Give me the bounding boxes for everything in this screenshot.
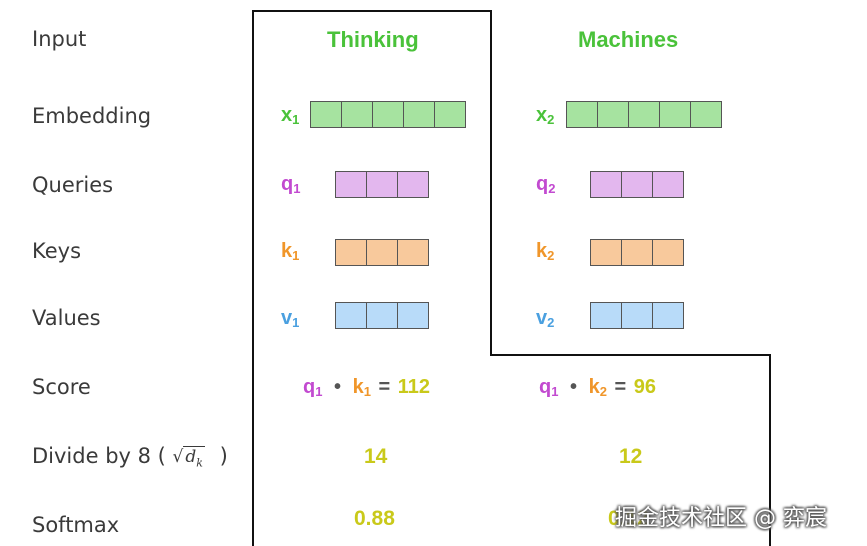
- word-thinking: Thinking: [327, 27, 419, 52]
- embedding-vector-1: [310, 101, 466, 128]
- divided-value-1: 14: [364, 445, 388, 468]
- value-cell: [397, 302, 429, 329]
- label-input: Input: [32, 27, 87, 51]
- symbol-k1: k1: [281, 240, 300, 263]
- key-vector-1: [335, 239, 429, 266]
- word-machines: Machines: [578, 27, 679, 52]
- embedding-cell: [434, 101, 466, 128]
- watermark: 掘金技术社区 @ 弈宸: [615, 506, 827, 531]
- label-embedding: Embedding: [32, 104, 152, 128]
- value-cell: [366, 302, 398, 329]
- softmax-value-1: 0.88: [354, 507, 395, 530]
- divided-value-2: 12: [619, 445, 643, 468]
- embedding-cell: [310, 101, 342, 128]
- symbol-q2: q2: [536, 173, 556, 196]
- symbol-x1: x1: [281, 104, 300, 127]
- label-values: Values: [32, 306, 101, 330]
- embedding-cell: [403, 101, 435, 128]
- score-expression-1: q1 • k1 = 112: [303, 376, 431, 399]
- label-score: Score: [32, 375, 91, 399]
- value-cell: [652, 302, 684, 329]
- symbol-x2: x2: [536, 104, 555, 127]
- label-keys: Keys: [32, 239, 82, 263]
- embedding-cell: [597, 101, 629, 128]
- key-vector-2: [590, 239, 684, 266]
- value-cell: [335, 302, 367, 329]
- label-queries: Queries: [32, 173, 114, 197]
- score-expression-2: q1 • k2 = 96: [539, 376, 657, 399]
- query-cell: [335, 171, 367, 198]
- sqrt-dk-formula: √dk: [172, 446, 205, 470]
- query-cell: [590, 171, 622, 198]
- divide-suffix: ): [219, 444, 228, 468]
- query-vector-2: [590, 171, 684, 198]
- key-cell: [652, 239, 684, 266]
- softmax-value-2: 0.12: [608, 507, 649, 530]
- sqrt-symbol: √: [172, 447, 184, 467]
- value-cell: [621, 302, 653, 329]
- key-cell: [621, 239, 653, 266]
- embedding-cell: [628, 101, 660, 128]
- symbol-v1: v1: [281, 307, 300, 330]
- value-cell: [590, 302, 622, 329]
- embedding-cell: [341, 101, 373, 128]
- embedding-cell: [659, 101, 691, 128]
- key-cell: [335, 239, 367, 266]
- query-vector-1: [335, 171, 429, 198]
- embedding-cell: [372, 101, 404, 128]
- key-cell: [397, 239, 429, 266]
- key-cell: [366, 239, 398, 266]
- dk-base: d: [185, 447, 197, 467]
- embedding-cell: [566, 101, 598, 128]
- value-vector-1: [335, 302, 429, 329]
- symbol-k2: k2: [536, 240, 555, 263]
- symbol-q1: q1: [281, 173, 301, 196]
- query-cell: [652, 171, 684, 198]
- key-cell: [590, 239, 622, 266]
- embedding-cell: [690, 101, 722, 128]
- divide-prefix: Divide by 8 (: [32, 444, 166, 468]
- embedding-vector-2: [566, 101, 722, 128]
- label-softmax: Softmax: [32, 513, 120, 537]
- dk-sub: k: [196, 456, 203, 470]
- query-cell: [366, 171, 398, 198]
- query-cell: [397, 171, 429, 198]
- label-divide: Divide by 8 ( √dk ): [32, 444, 228, 470]
- value-vector-2: [590, 302, 684, 329]
- symbol-v2: v2: [536, 307, 555, 330]
- query-cell: [621, 171, 653, 198]
